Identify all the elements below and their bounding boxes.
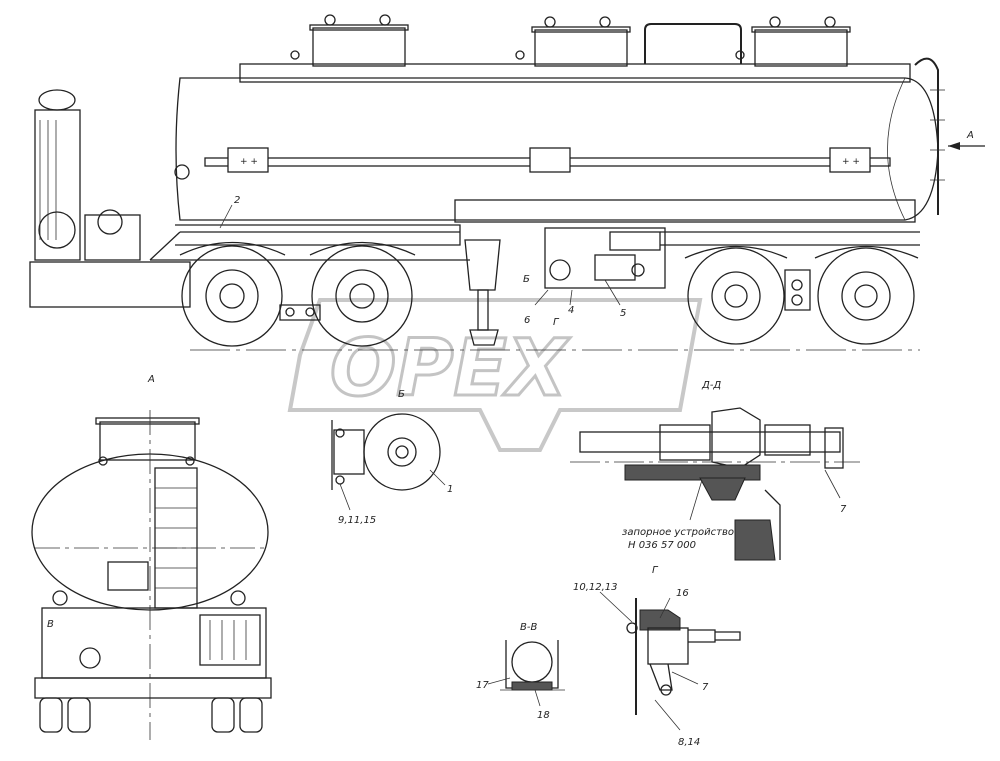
part-label-8-14: 8,14 <box>678 737 700 748</box>
section-vv: В-В 17 18 <box>476 622 565 721</box>
wheel-2 <box>311 245 413 347</box>
part-label-7-dd: 7 <box>840 504 847 515</box>
watermark: OPEX <box>287 298 703 452</box>
part-label-17: 17 <box>476 680 489 691</box>
section-dd: Д-Д 7 запорное устройство Н 036 57 000 <box>570 380 860 561</box>
marker-b: Б <box>523 274 530 285</box>
part-label-6: 6 <box>524 315 530 326</box>
svg-text:+ +: + + <box>240 157 258 167</box>
lock-device-line2: Н 036 57 000 <box>628 540 696 551</box>
marker-g: Г <box>553 317 560 328</box>
part-label-1: 1 <box>447 484 453 495</box>
tractor-rear <box>29 89 191 308</box>
part-label-18: 18 <box>537 710 550 721</box>
svg-text:+ +: + + <box>842 157 860 167</box>
view-g: Г 10,12,13 16 7 8,14 <box>573 565 741 748</box>
section-dd-caption: Д-Д <box>701 380 721 391</box>
arrow-a-label: А <box>966 130 974 141</box>
part-label-4: 4 <box>568 305 574 316</box>
wheel-1 <box>181 245 283 347</box>
wheel-4 <box>817 247 915 345</box>
part-label-16: 16 <box>676 588 689 599</box>
rear-view: В <box>31 410 272 740</box>
view-b: Б 1 9,11,15 <box>331 389 453 526</box>
view-a-caption: А <box>147 374 155 385</box>
view-g-caption: Г <box>652 565 659 576</box>
marker-v: В <box>47 619 54 630</box>
support-leg <box>464 239 501 346</box>
section-vv-caption: В-В <box>520 622 537 633</box>
wheel-3 <box>687 247 785 345</box>
side-view: + + + + <box>29 14 985 385</box>
valve-box <box>544 227 666 289</box>
part-label-9-11-15: 9,11,15 <box>338 515 376 526</box>
part-label-5: 5 <box>620 308 626 319</box>
hatch-2 <box>531 16 631 67</box>
view-arrow-a: А <box>948 130 985 150</box>
hatch-3 <box>751 16 851 67</box>
part-label-10-12-13: 10,12,13 <box>573 582 618 593</box>
lock-device-line1: запорное устройство <box>622 527 734 538</box>
watermark-text: OPEX <box>330 324 571 414</box>
view-b-caption: Б <box>398 389 405 400</box>
hatch-1 <box>309 14 409 67</box>
part-label-2: 2 <box>234 195 240 206</box>
part-label-7-g: 7 <box>702 682 709 693</box>
